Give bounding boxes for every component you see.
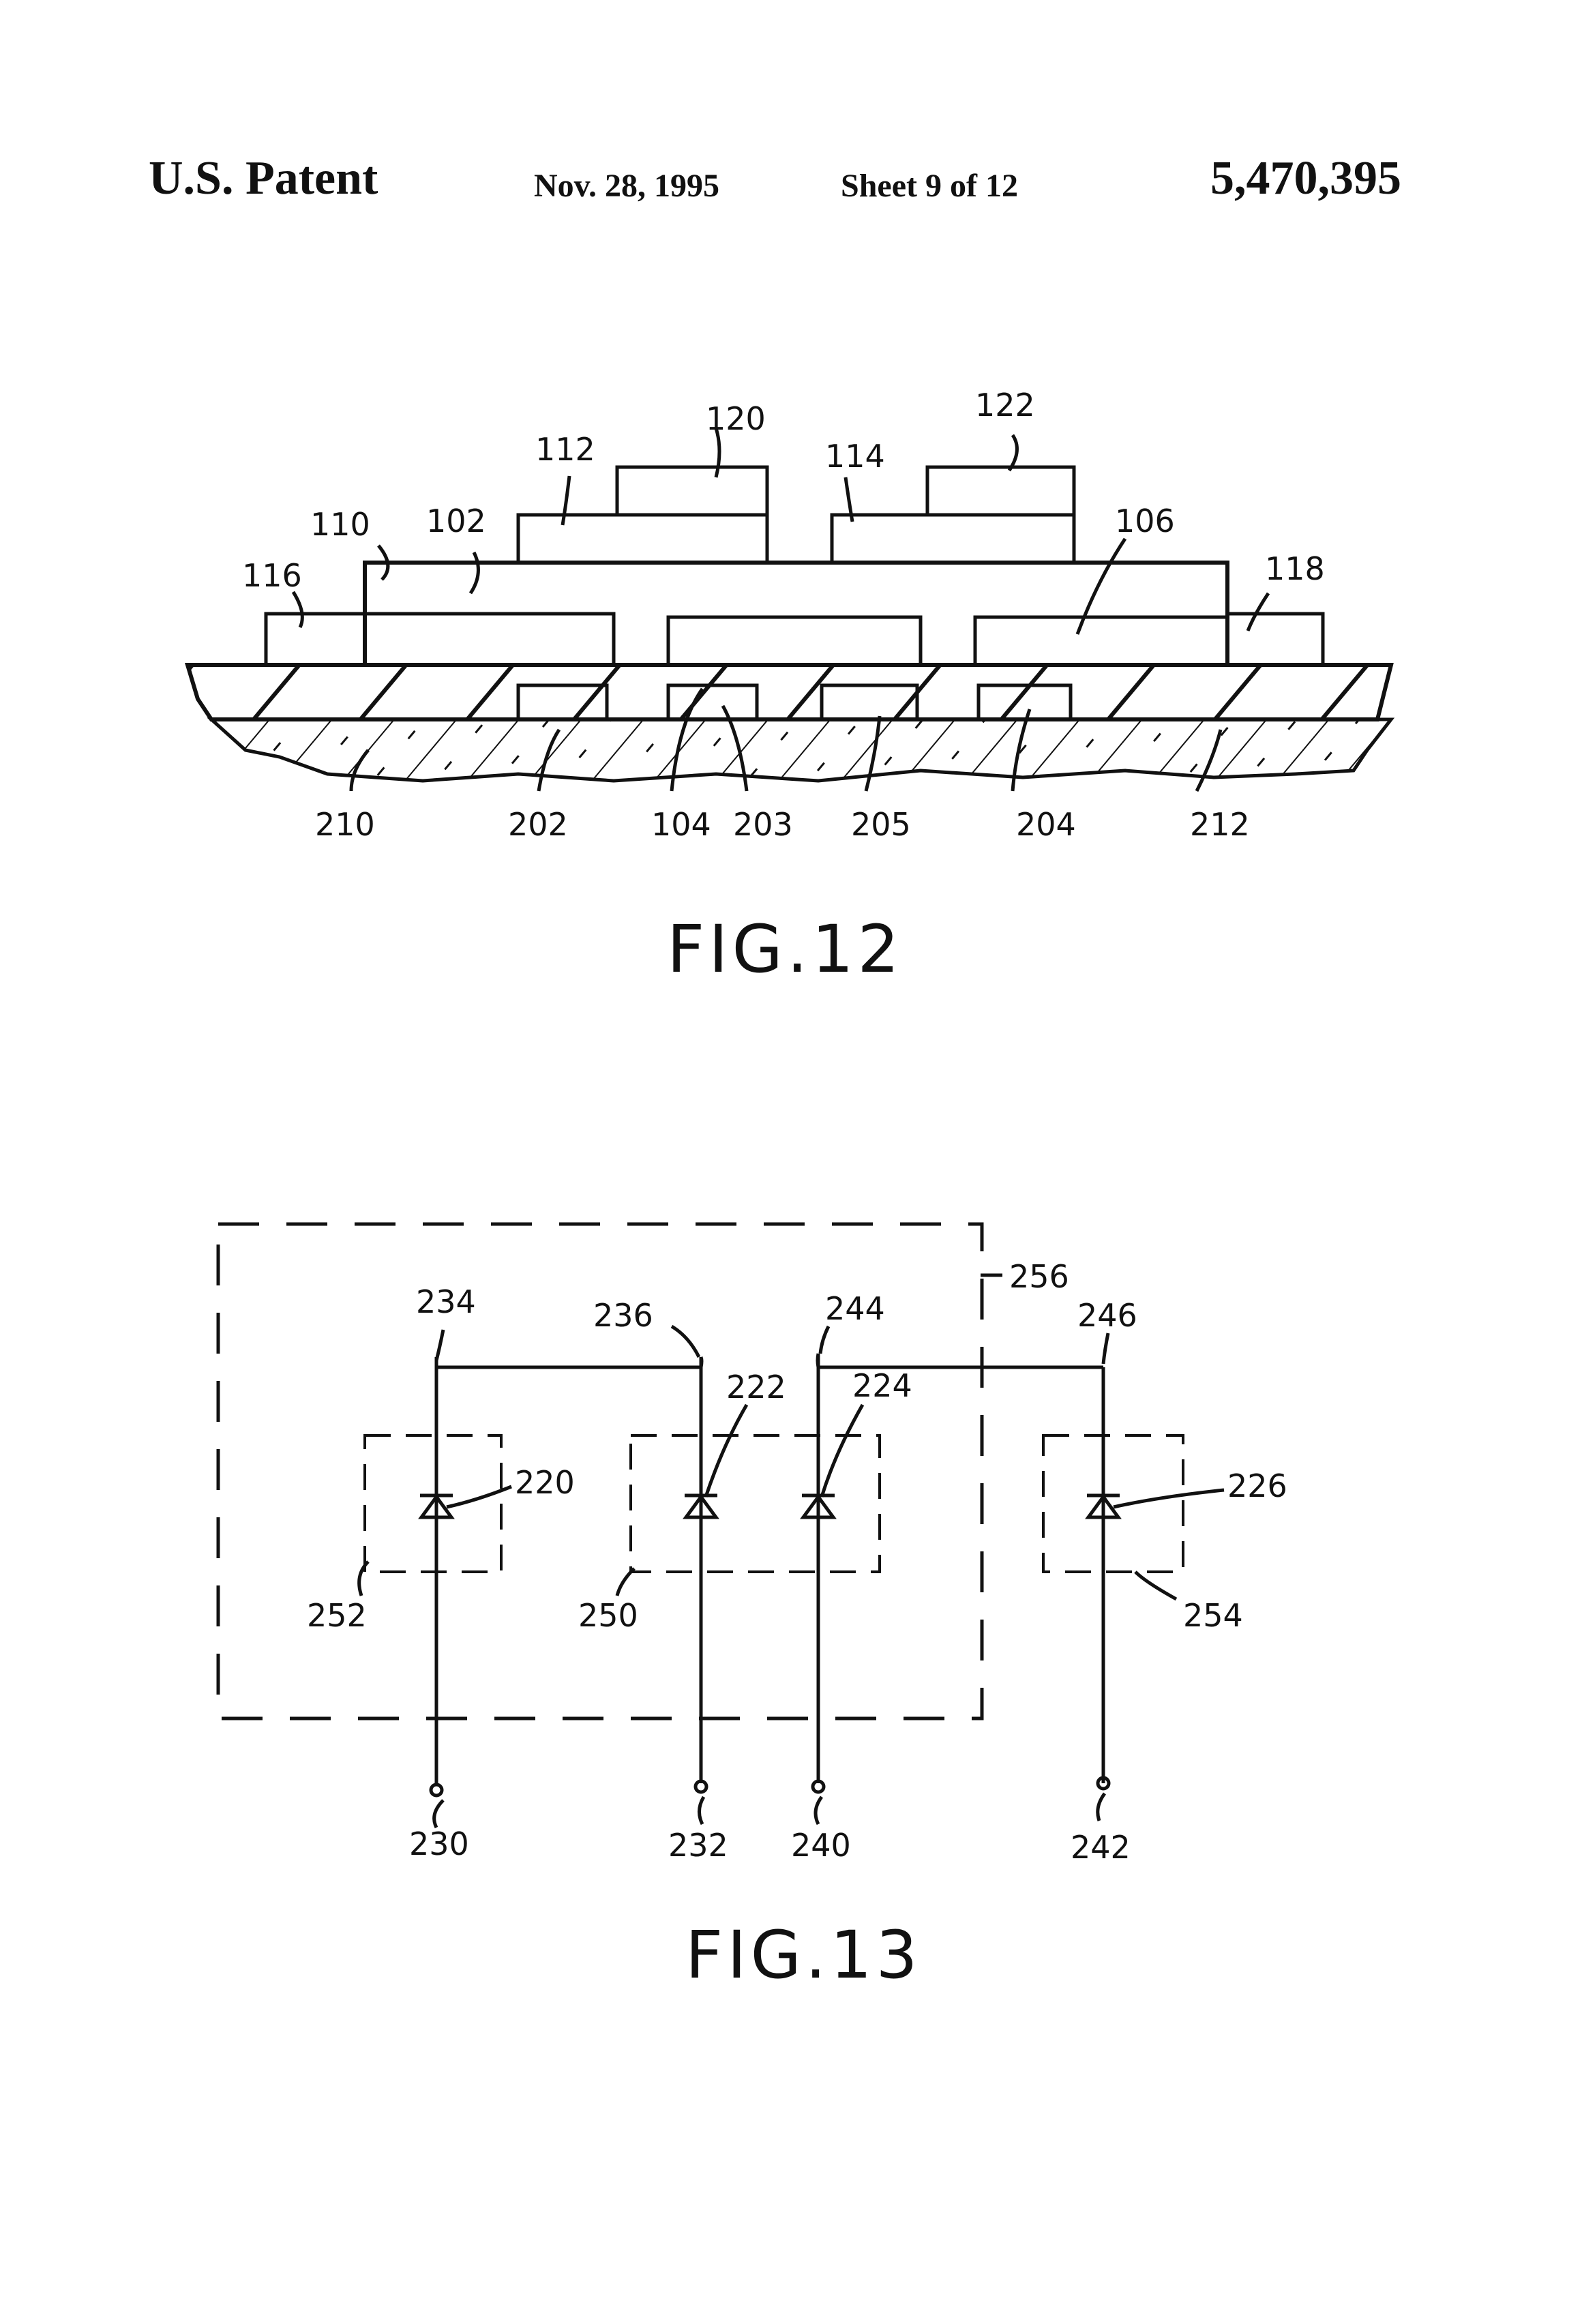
ref-226: 226	[1227, 1468, 1287, 1504]
ref-112: 112	[535, 431, 595, 468]
ref-104: 104	[651, 806, 711, 843]
layer-102	[365, 614, 614, 665]
fig13-caption: FIG.13	[685, 1917, 922, 1993]
ref-210: 210	[315, 806, 375, 843]
ref-110: 110	[310, 506, 370, 543]
ref-212: 212	[1190, 806, 1250, 843]
box-254	[1043, 1435, 1183, 1572]
ref-114: 114	[825, 438, 885, 475]
ref-240: 240	[791, 1827, 851, 1864]
ref-256: 256	[1009, 1258, 1069, 1295]
layer-120	[617, 467, 767, 515]
ref-203: 203	[733, 806, 793, 843]
terminal-232	[696, 1781, 706, 1792]
ref-106: 106	[1115, 503, 1175, 539]
fig13-circuit: 256	[218, 1224, 1287, 1993]
ref-236: 236	[593, 1297, 653, 1334]
ref-252: 252	[307, 1597, 367, 1634]
layer-104	[668, 617, 921, 665]
ref-254: 254	[1183, 1597, 1243, 1634]
layer-114	[832, 515, 1074, 563]
ref-232: 232	[668, 1827, 728, 1864]
fig13-leader-lines	[359, 1326, 1224, 1828]
ref-120: 120	[706, 400, 766, 437]
layer-122	[927, 467, 1074, 515]
ref-220: 220	[515, 1464, 575, 1501]
fig12-caption: FIG.12	[667, 911, 904, 987]
ref-222: 222	[726, 1369, 786, 1405]
ref-224: 224	[852, 1367, 912, 1404]
ref-205: 205	[851, 806, 911, 843]
terminal-230	[431, 1785, 442, 1796]
ref-250: 250	[578, 1597, 638, 1634]
ref-244: 244	[825, 1290, 885, 1327]
box-250	[631, 1435, 880, 1572]
insulating-layer	[188, 665, 1391, 719]
ref-230: 230	[409, 1826, 469, 1862]
ref-242: 242	[1071, 1829, 1131, 1866]
ref-204: 204	[1016, 806, 1076, 843]
ref-102: 102	[426, 503, 486, 539]
fig12-cross-section: 120 122 112 114 110 102 106 116 118 210 …	[188, 387, 1391, 987]
layer-118	[1227, 614, 1323, 665]
layer-106	[975, 617, 1227, 665]
ref-246: 246	[1077, 1297, 1137, 1334]
ref-202: 202	[508, 806, 568, 843]
terminal-240	[813, 1781, 824, 1792]
ref-118: 118	[1265, 550, 1325, 587]
ref-116: 116	[242, 557, 302, 594]
layer-112	[518, 515, 767, 563]
ref-234: 234	[416, 1283, 476, 1320]
ref-122: 122	[975, 387, 1035, 423]
layer-116	[266, 614, 365, 665]
